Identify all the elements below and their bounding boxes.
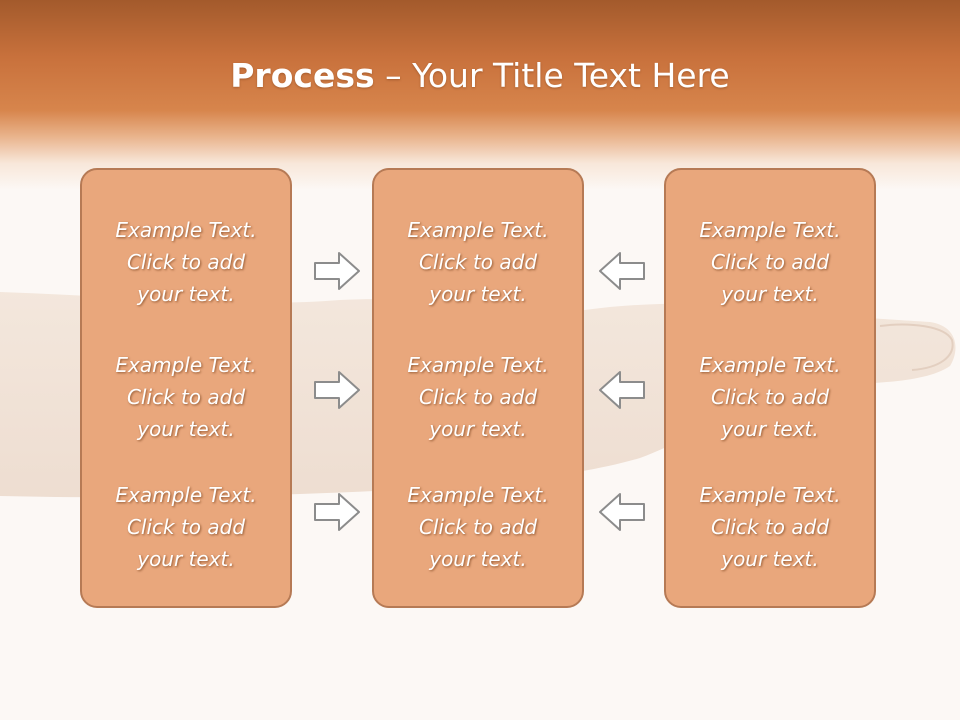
text-placeholder[interactable]: Example Text. Click to add your text.: [699, 218, 841, 306]
slide-title[interactable]: Process – Your Title Text Here: [0, 54, 960, 98]
text-placeholder[interactable]: Example Text. Click to add your text.: [699, 483, 841, 571]
text-placeholder[interactable]: Example Text. Click to add your text.: [407, 483, 549, 571]
header-band: [0, 0, 960, 190]
arrow-right-icon: [313, 251, 361, 291]
text-placeholder[interactable]: Example Text. Click to add your text.: [407, 218, 549, 306]
text-placeholder[interactable]: Example Text. Click to add your text.: [115, 218, 257, 306]
left-column-box[interactable]: Example Text. Click to add your text. Ex…: [80, 168, 292, 608]
center-column-box[interactable]: Example Text. Click to add your text. Ex…: [372, 168, 584, 608]
arrow-left-icon: [598, 492, 646, 532]
arrow-right-icon: [313, 370, 361, 410]
right-column-box[interactable]: Example Text. Click to add your text. Ex…: [664, 168, 876, 608]
title-rest: – Your Title Text Here: [374, 56, 730, 95]
arrow-left-icon: [598, 251, 646, 291]
text-placeholder[interactable]: Example Text. Click to add your text.: [699, 353, 841, 441]
arrow-right-icon: [313, 492, 361, 532]
text-placeholder[interactable]: Example Text. Click to add your text.: [115, 353, 257, 441]
text-placeholder[interactable]: Example Text. Click to add your text.: [407, 353, 549, 441]
text-placeholder[interactable]: Example Text. Click to add your text.: [115, 483, 257, 571]
title-bold: Process: [230, 56, 375, 95]
arrow-left-icon: [598, 370, 646, 410]
